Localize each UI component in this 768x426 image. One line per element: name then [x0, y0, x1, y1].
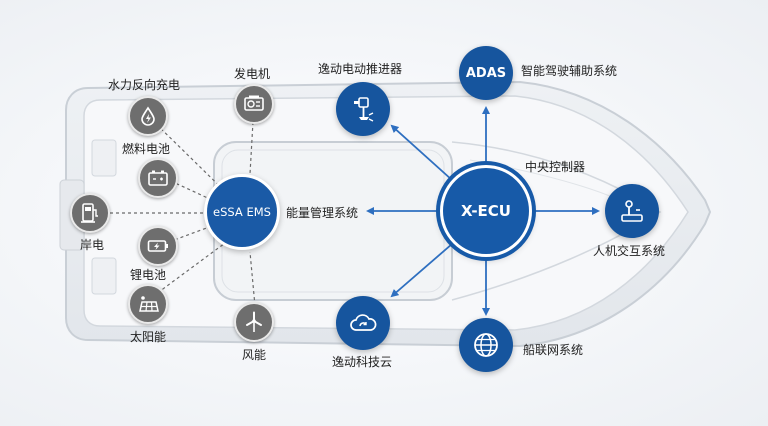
outboard-motor-icon: [354, 97, 374, 122]
hmi-label: 人机交互系统: [593, 244, 666, 258]
adas-label: 智能驾驶辅助系统: [521, 64, 618, 78]
ems-node[interactable]: eSSA EMS: [204, 174, 280, 250]
wind-label: 风能: [242, 348, 267, 362]
fuel-cell-icon: [148, 170, 168, 186]
battery-bolt-icon: [147, 240, 168, 252]
solar-label: 太阳能: [130, 330, 167, 344]
adas-node[interactable]: ADAS: [459, 46, 513, 100]
lithium-battery-label: 锂电池: [130, 268, 167, 282]
generator-label: 发电机: [234, 67, 271, 81]
globe-network-icon: [474, 333, 498, 357]
cloud-node[interactable]: [336, 296, 390, 350]
adas-icon-text: ADAS: [465, 65, 507, 81]
hydro-charging-label: 水力反向充电: [108, 78, 181, 92]
ems-label: eSSA EMS: [213, 205, 271, 219]
wind-node[interactable]: [234, 302, 274, 342]
lithium-battery-node[interactable]: [138, 226, 178, 266]
charging-station-icon: [81, 203, 98, 223]
solar-node[interactable]: [128, 284, 168, 324]
cloud-label: 逸动科技云: [332, 355, 393, 369]
water-drop-bolt-icon: [141, 106, 155, 126]
x-ecu-node[interactable]: X-ECU: [440, 165, 532, 257]
joystick-icon: [621, 200, 643, 222]
shore-power-label: 岸电: [80, 238, 105, 252]
ems-caption: 能量管理系统: [286, 206, 359, 220]
thruster-label: 逸动电动推进器: [318, 62, 403, 76]
thruster-node[interactable]: [336, 82, 390, 136]
cloud-sync-icon: [350, 314, 377, 331]
fuel-cell-label: 燃料电池: [122, 142, 171, 156]
x-ecu-caption: 中央控制器: [525, 160, 586, 174]
ship-network-node[interactable]: [459, 318, 513, 372]
generator-icon: [244, 95, 264, 111]
shore-power-node[interactable]: [70, 193, 110, 233]
solar-panel-icon: [139, 296, 159, 312]
x-ecu-label: X-ECU: [460, 202, 511, 220]
hydro-charging-node[interactable]: [128, 96, 168, 136]
generator-node[interactable]: [234, 84, 274, 124]
fuel-cell-node[interactable]: [138, 158, 178, 198]
wind-turbine-icon: [246, 311, 262, 332]
ship-network-label: 船联网系统: [523, 343, 584, 357]
hmi-node[interactable]: [605, 184, 659, 238]
